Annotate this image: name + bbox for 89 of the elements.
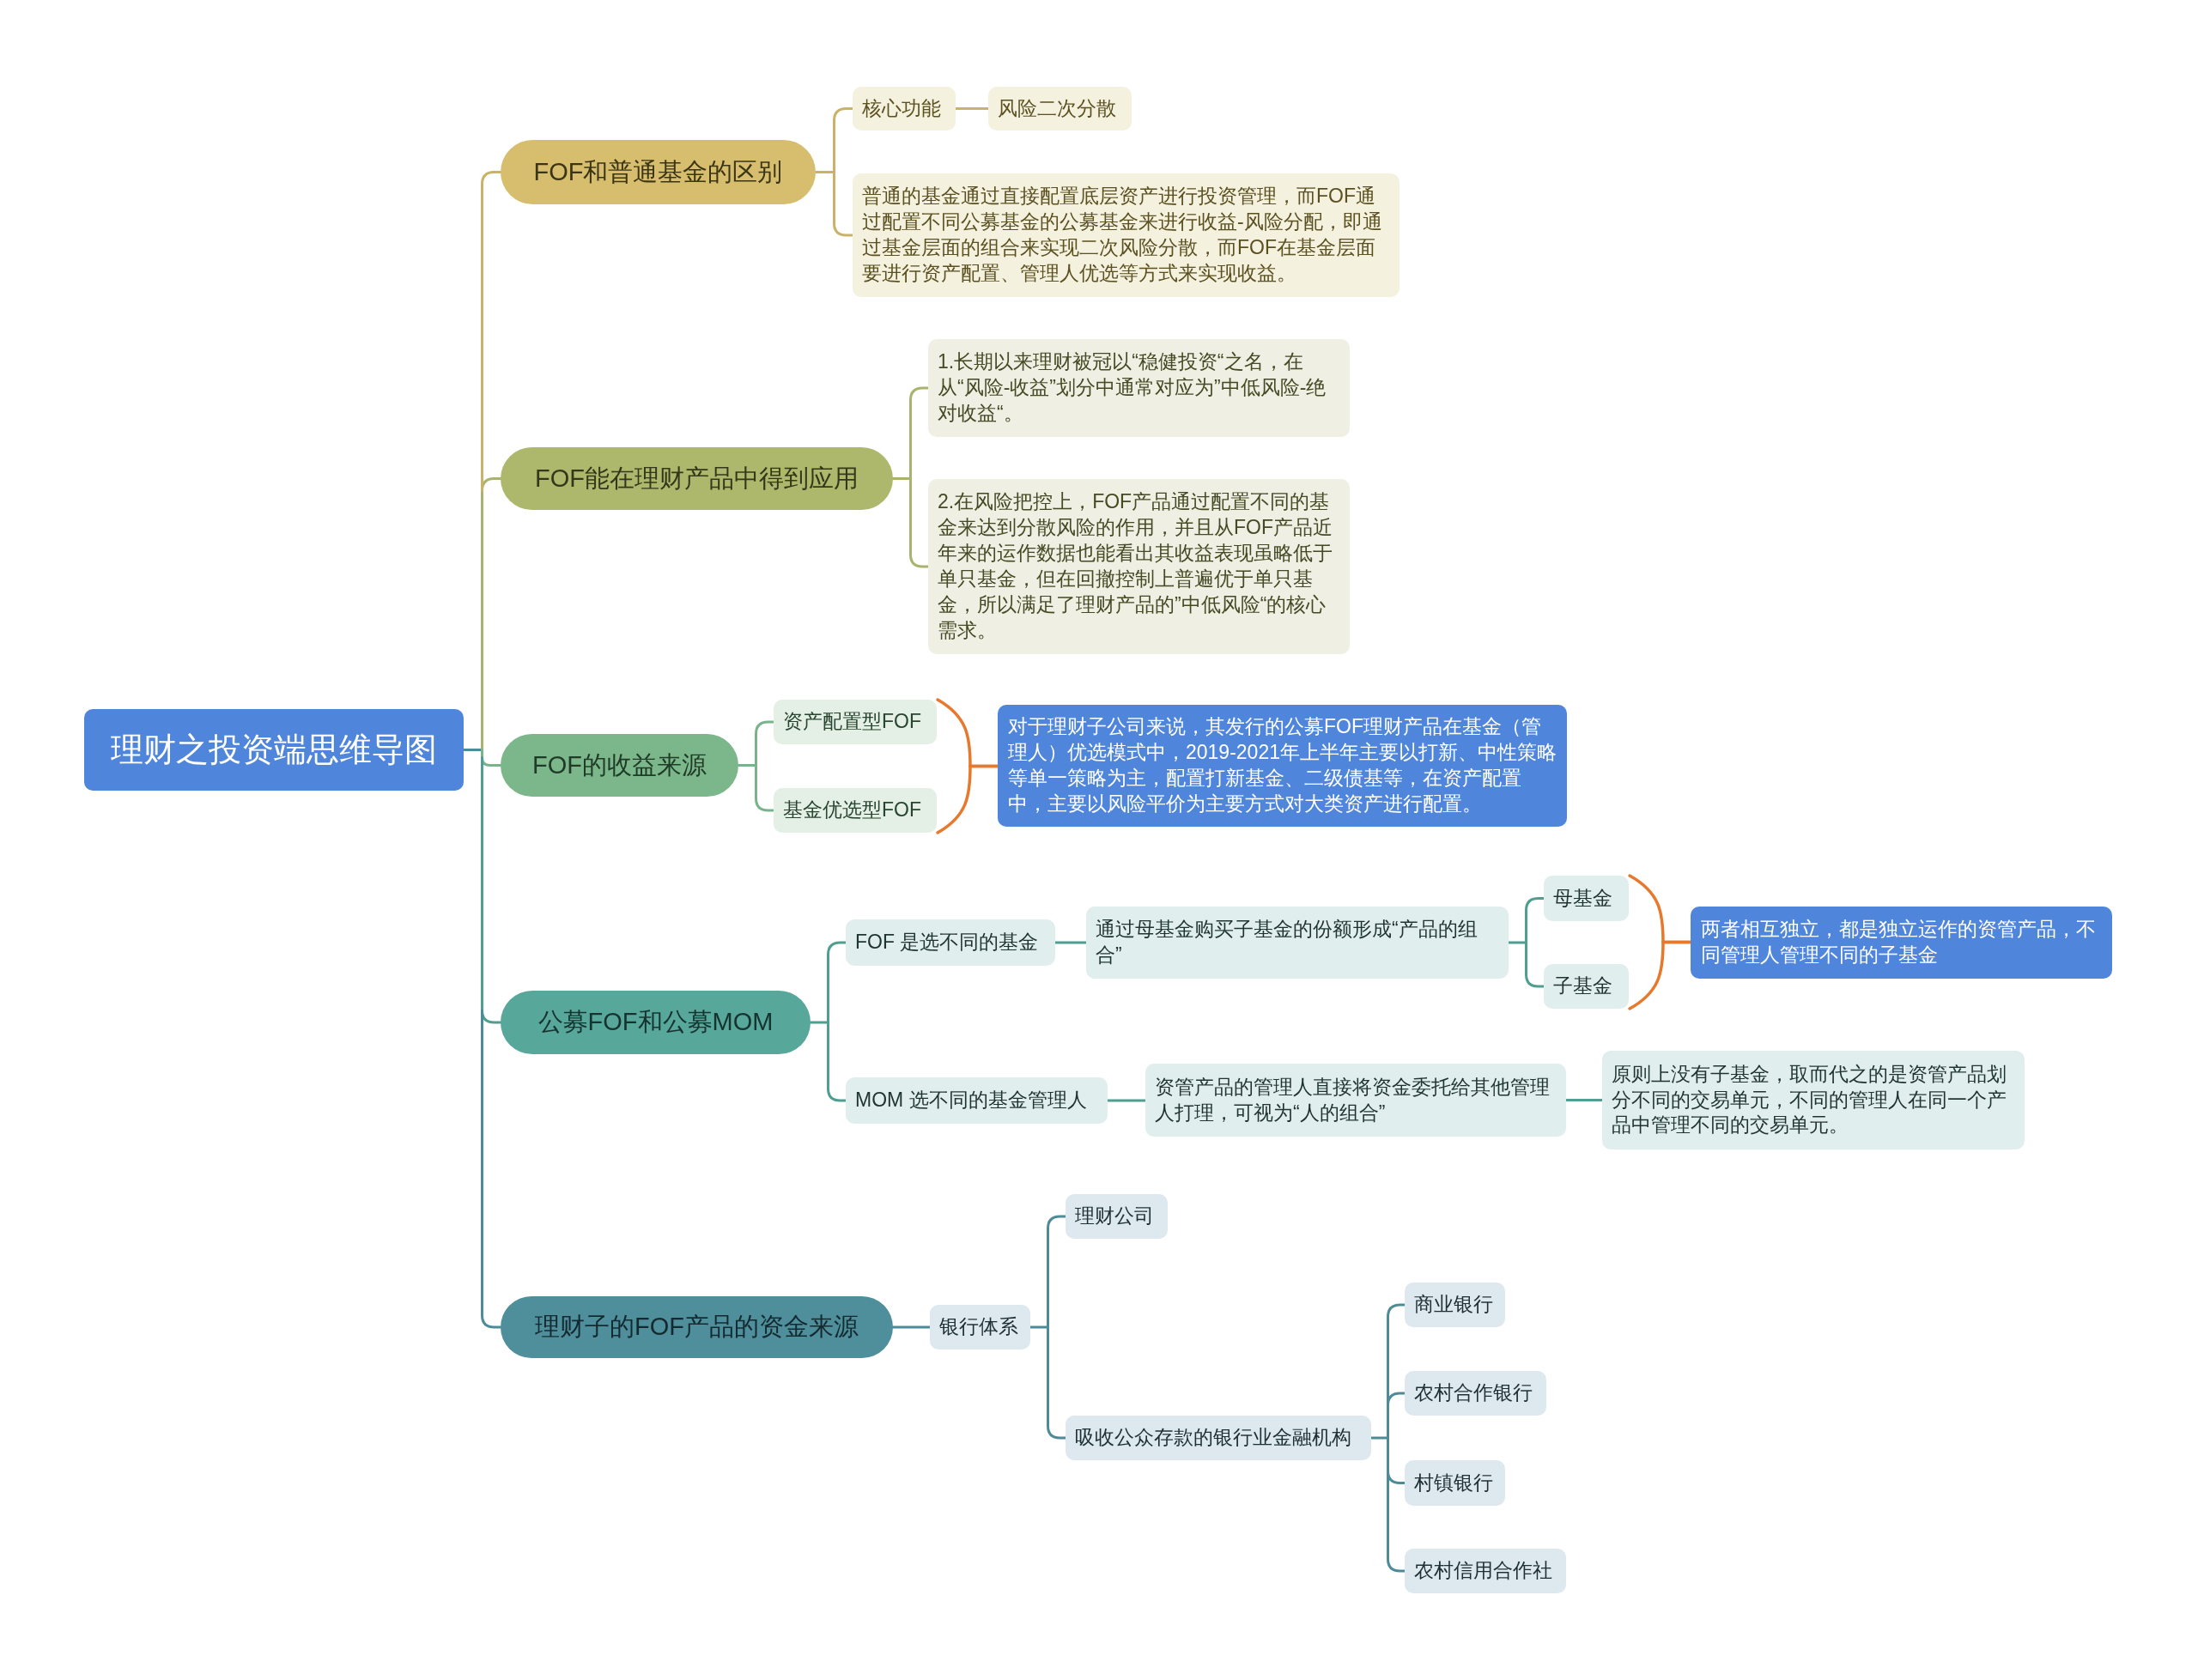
topic-text: 对于理财子公司来说，其发行的公募FOF理财产品在基金（管理人）优选模式中，2019-2021年上半年主要以打新、中性策略等单一策略为主，配置打新基金、二级债基等，在资产配置中，主要以风险平价为主要方式对大类资产进行配置。 [1008,714,1557,816]
connector-line [891,477,912,480]
topic-text: 1.长期以来理财被冠以“稳健投资“之名，在从“风险-收益”划分中通常对应为”中低风险-绝对收益“。 [938,349,1327,426]
connector-line [833,107,854,173]
topic-text: FOF和普通基金的区别 [533,156,783,187]
connector-line [909,386,930,480]
connector-line [1564,1099,1604,1101]
topic-text: 银行体系 [939,1314,1018,1340]
topic-text: 母基金 [1553,885,1612,911]
topic-text: 农村合作银行 [1414,1380,1533,1406]
subtopic-box [1405,1549,1566,1593]
connector-line [1387,1404,1389,1440]
connector-line [827,941,847,1024]
connector-line [1507,941,1527,944]
connector-line [809,1021,829,1024]
topic-text: 通过母基金购买子基金的份额形成“产品的组合” [1096,917,1478,967]
subtopic-box [1544,876,1629,921]
connector-line [1047,1325,1067,1440]
topic-text: 理财公司 [1075,1204,1154,1229]
connector-line [481,749,483,759]
subtopic-box [1602,1051,2025,1149]
connector-line [481,489,483,751]
topic-text: 理财子的FOF产品的资金来源 [535,1312,859,1343]
topic-text: 普通的基金通过直接配置底层资产进行投资管理，而FOF通过配置不同公募基金的公募基金来进行收益-风险分配，即通过基金层面的组合来实现二次风险分散，而FOF在基金层面要进行资产配置、管理人优选等方式来实现收益。 [862,184,1383,286]
topic-text: FOF的收益来源 [532,749,707,780]
subtopic-box [774,788,937,833]
subtopic-box [928,479,1350,654]
connector-line [1369,1436,1389,1440]
connector-line [1053,941,1088,944]
topic-text: 基金优选型FOF [783,798,921,823]
subtopic-box [774,700,937,744]
connector-line [1525,941,1545,988]
connector-line [755,720,775,767]
subtopic-box [1544,964,1629,1009]
connector-line [1047,1215,1067,1329]
connector-line [1387,1303,1406,1407]
subtopic-box [928,339,1350,437]
topic-text: 两者相互独立，都是独立运作的资管产品，不同管理人管理不同的子基金 [1701,917,2097,967]
subtopic-box [846,1077,1108,1124]
topic-text: 村镇银行 [1414,1470,1493,1495]
topic-text: 理财之投资端思维导图 [111,730,437,769]
connector-line [1106,1099,1147,1102]
connector-line [481,171,502,492]
topic-text: 资管产品的管理人直接将资金委托给其他管理人打理，可视为“人的组合” [1155,1074,1551,1125]
subtopic-box [1086,907,1509,979]
topic-text: MOM 选不同的基金管理人 [855,1088,1087,1113]
topic-text: FOF 是选不同的基金 [855,930,1039,955]
connector-line [954,107,990,110]
subtopic-box [846,919,1055,966]
subtopic-box [1405,1460,1505,1506]
connector-line [891,1325,932,1329]
topic-text: 子基金 [1553,973,1612,999]
subtopic-box [853,87,956,130]
brace-connector [1628,940,1692,1010]
topic-text: 资产配置型FOF [783,709,921,735]
topic-text: 吸收公众存款的银行业金融机构 [1075,1425,1351,1451]
connector-line [814,171,835,173]
topic-text: 核心功能 [862,95,941,121]
subtopic-box [853,173,1400,297]
connector-line [462,749,483,751]
connector-line [833,171,854,237]
connector-line [1525,897,1545,944]
subtopic-box [1145,1064,1566,1137]
central-topic-box [84,709,464,791]
connector-line [909,477,930,568]
topic-text: 原则上没有子基金，取而代之的是资管产品划分不同的交易单元，不同的管理人在同一个产品中管理不同的交易单元。 [1612,1061,2007,1138]
subtopic-box [988,87,1132,130]
subtopic-box [1405,1283,1505,1327]
connector-line [1029,1325,1049,1329]
summary-box [1691,907,2112,979]
subtopic-box [930,1305,1030,1349]
brace-connector [936,764,999,834]
connector-line [481,756,483,1012]
topic-text: FOF能在理财产品中得到应用 [535,463,859,494]
connector-line [755,764,775,812]
topic-text: 商业银行 [1414,1292,1493,1318]
connector-line [827,1021,847,1102]
connector-line [737,764,757,767]
connector-line [1387,1470,1406,1573]
subtopic-box [1066,1416,1371,1460]
summary-box [998,705,1567,827]
subtopic-box [1066,1194,1168,1239]
connector-line [481,1009,502,1329]
topic-text: 公募FOF和公募MOM [537,1007,774,1038]
subtopic-box [1405,1371,1546,1416]
topic-text: 风险二次分散 [998,95,1116,121]
connector-line [1387,1436,1389,1472]
topic-text: 农村信用合作社 [1414,1558,1552,1584]
topic-text: 2.在风险把控上，FOF产品通过配置不同的基金来达到分散风险的作用，并且从FOF产品近年来的运作数据也能看出其收益表现虽略低于单只基金，但在回撤控制上普遍优于单只基金，所以满足了理财产品的”中低风险“的核心需求。 [938,489,1333,643]
